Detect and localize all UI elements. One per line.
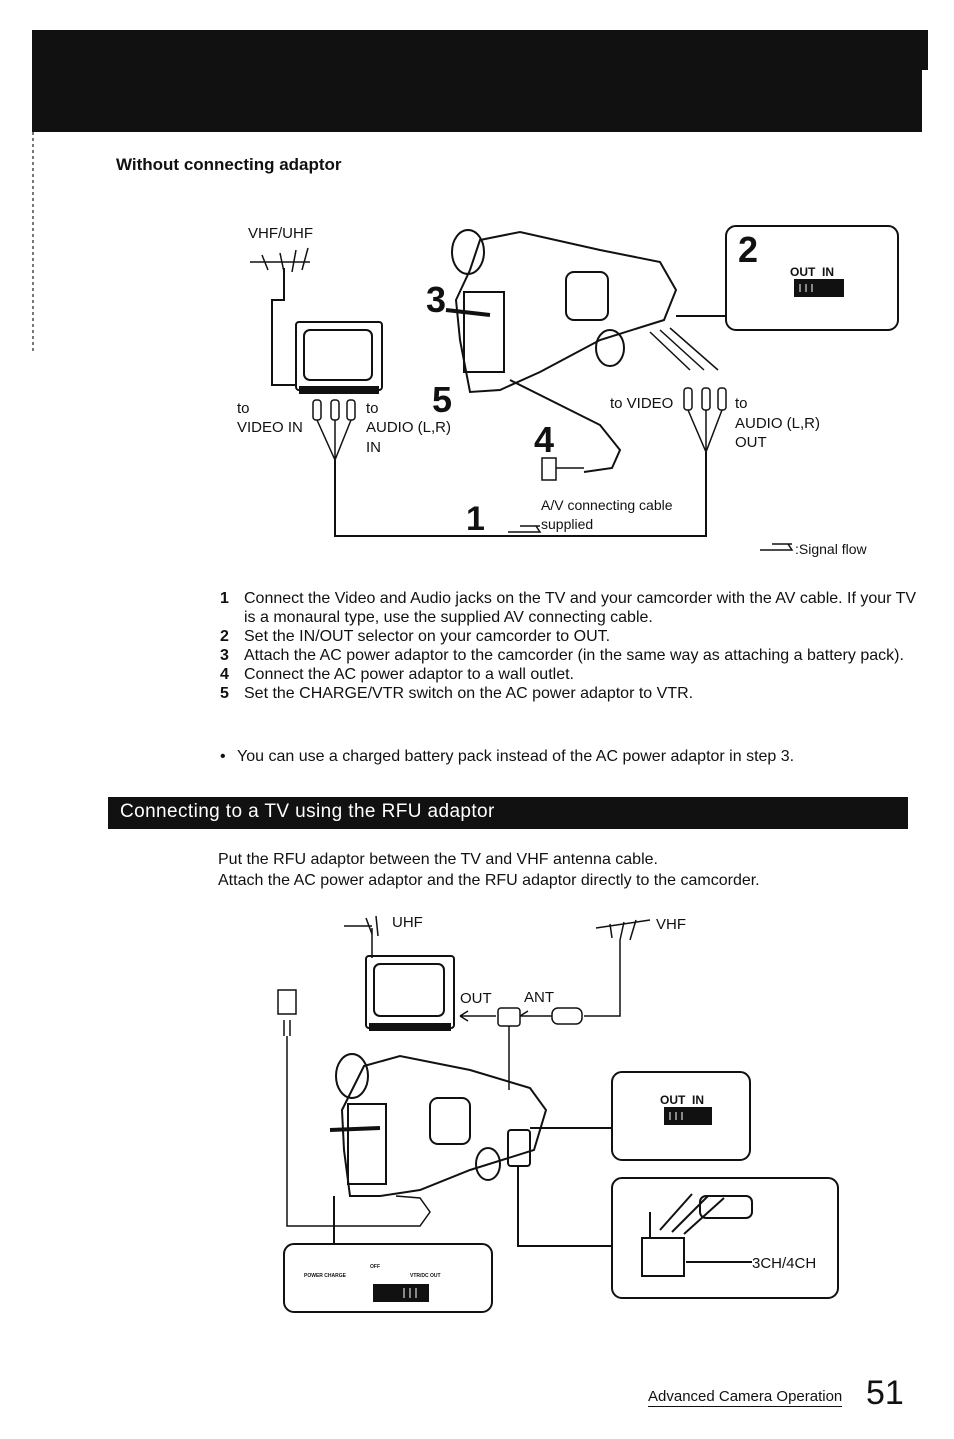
label-to-3: to — [735, 395, 748, 412]
selector-inset — [530, 1071, 751, 1161]
switch-inset — [283, 1196, 493, 1313]
intro-line: Attach the AC power adaptor and the RFU … — [218, 872, 760, 889]
label-signal-flow: :Signal flow — [795, 541, 867, 557]
header-bar — [32, 30, 928, 132]
label-cable-2: supplied — [541, 516, 593, 532]
note-text: You can use a charged battery pack inste… — [237, 748, 795, 765]
wall-plug-icon — [277, 989, 431, 1227]
callout-4: 4 — [534, 419, 554, 460]
step-item: 3 Attach the AC power adaptor to the cam… — [220, 646, 920, 665]
section-intro: Put the RFU adaptor between the TV and V… — [218, 849, 760, 891]
tv-icon — [365, 955, 455, 1031]
rfu-connector-icon — [459, 1007, 583, 1090]
label-cable-1: A/V connecting cable — [541, 497, 673, 513]
label-switch-mid: OFF — [370, 1264, 380, 1270]
vhf-antenna-icon — [584, 919, 651, 1017]
step-item: 1 Connect the Video and Audio jacks on t… — [220, 589, 920, 627]
power-cable — [509, 379, 622, 473]
callout-3: 3 — [426, 279, 446, 320]
label-to-1: to — [237, 400, 250, 417]
tv-icon — [295, 321, 383, 394]
step-number: 5 — [220, 685, 229, 702]
camcorder-icon — [445, 229, 678, 394]
label-vhf-uhf: VHF/UHF — [248, 225, 313, 242]
callout-5: 5 — [432, 379, 452, 420]
step-item: 4 Connect the AC power adaptor to a wall… — [220, 665, 920, 684]
label-audio-in-2: IN — [366, 439, 381, 456]
note-item: • You can use a charged battery pack ins… — [220, 748, 794, 766]
uhf-antenna-icon — [344, 915, 379, 958]
callout-1: 1 — [466, 500, 485, 538]
signal-flow-icon — [760, 543, 794, 551]
step-item: 2 Set the IN/OUT selector on your camcor… — [220, 627, 920, 646]
step-number: 3 — [220, 647, 229, 664]
intro-line: Put the RFU adaptor between the TV and V… — [218, 851, 658, 868]
label-audio-out-2: OUT — [735, 434, 767, 451]
diagram-without-adaptor — [250, 225, 899, 551]
margin-rule — [32, 132, 34, 352]
step-text: Connect the AC power adaptor to a wall o… — [244, 666, 574, 683]
selector-inset — [676, 225, 899, 331]
step-number: 2 — [220, 628, 229, 645]
subsection-title: Without connecting adaptor — [116, 155, 342, 174]
label-uhf: UHF — [392, 914, 423, 931]
label-switch-right: VTR/DC OUT — [410, 1273, 441, 1279]
diagram-2-labels: UHF VHF OUT ANT OUT IN 3CH/4CH POWER CHA… — [304, 914, 816, 1279]
channel-inset — [517, 1166, 839, 1299]
step-item: 5 Set the CHARGE/VTR switch on the AC po… — [220, 684, 920, 703]
label-switch-left: POWER CHARGE — [304, 1273, 347, 1279]
label-out: OUT — [460, 990, 492, 1007]
page-number: 51 — [866, 1374, 904, 1412]
label-to-2: to — [366, 400, 379, 417]
footer-chapter-label: Advanced Camera Operation — [648, 1388, 843, 1407]
label-out-in: OUT IN — [790, 265, 834, 279]
label-video-in: VIDEO IN — [237, 419, 303, 436]
cable-signal-icon — [508, 525, 542, 533]
step-number: 1 — [220, 590, 229, 607]
av-cable — [334, 452, 707, 537]
diagram-1-labels: VHF/UHF to VIDEO IN to AUDIO (L,R) IN to… — [237, 225, 867, 557]
label-to-video: to VIDEO — [610, 395, 673, 412]
label-ant: ANT — [524, 989, 554, 1006]
wall-outlet-icon — [541, 457, 584, 481]
antenna-icon — [250, 247, 310, 386]
camcorder-output-plugs-icon — [649, 327, 727, 454]
label-audio-in-1: AUDIO (L,R) — [366, 419, 451, 436]
label-channel: 3CH/4CH — [752, 1255, 816, 1272]
bullet-icon: • — [220, 748, 226, 765]
step-text: Set the IN/OUT selector on your camcorde… — [244, 628, 611, 645]
label-vhf: VHF — [656, 916, 686, 933]
callout-2: 2 — [738, 229, 758, 270]
diagram-rfu-adaptor — [277, 915, 839, 1313]
section-heading: Connecting to a TV using the RFU adaptor — [108, 797, 908, 829]
tv-input-plugs-icon — [312, 399, 356, 462]
step-text: Set the CHARGE/VTR switch on the AC powe… — [244, 685, 694, 702]
step-text: Connect the Video and Audio jacks on the… — [244, 590, 917, 626]
camcorder-icon — [329, 1053, 548, 1197]
step-number: 4 — [220, 666, 229, 683]
step-text: Attach the AC power adaptor to the camco… — [244, 647, 904, 664]
label-audio-out-1: AUDIO (L,R) — [735, 415, 820, 432]
label-out-in-2: OUT IN — [660, 1093, 704, 1107]
instruction-steps: 1 Connect the Video and Audio jacks on t… — [220, 589, 920, 703]
